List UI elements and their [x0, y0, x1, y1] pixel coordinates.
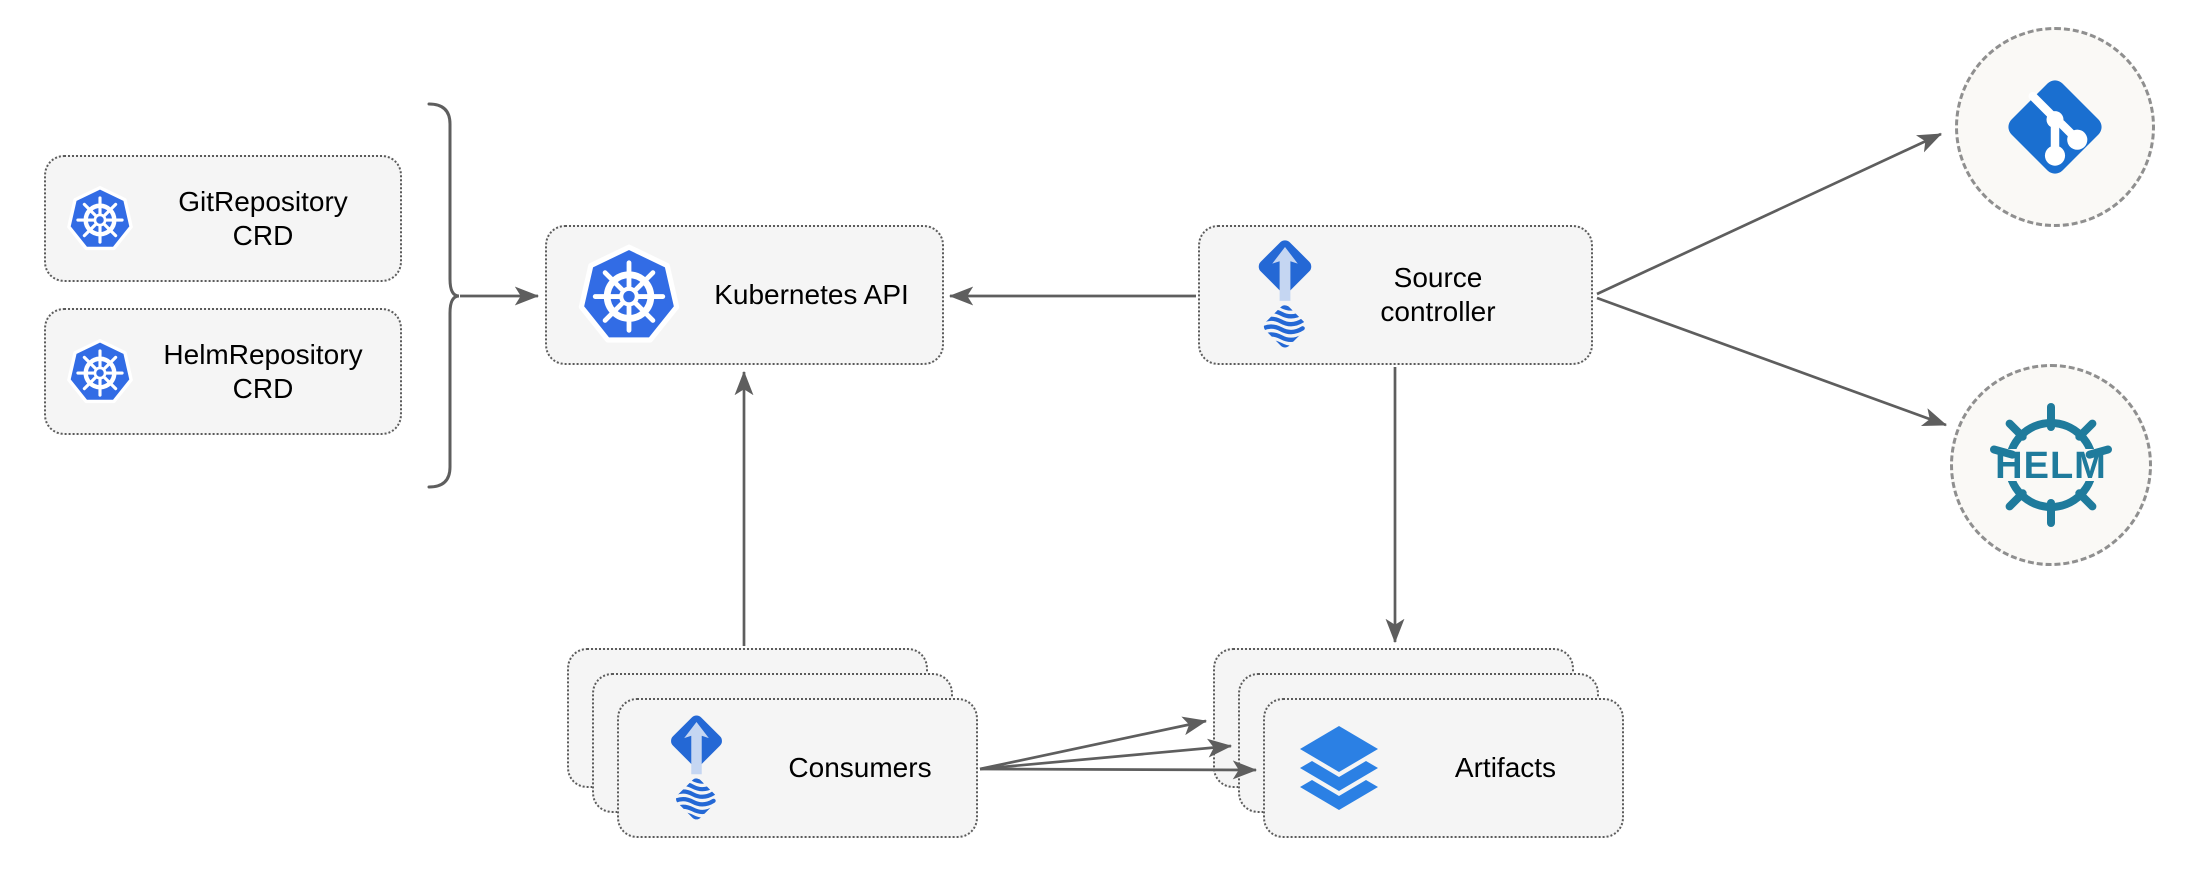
node-label: Source controller [1380, 262, 1496, 327]
circle-helm-endpoint: HELM [1950, 364, 2152, 566]
helm-wordmark: HELM [1995, 445, 2107, 487]
arrow-consumers-to-artifacts-1 [979, 716, 1208, 771]
kubernetes-icon [66, 185, 134, 253]
arrow-consumers-to-artifacts-2 [979, 738, 1233, 771]
node-source-controller: Source controller [1198, 225, 1593, 365]
circle-git-endpoint [1955, 27, 2155, 227]
node-label: HelmRepository CRD [163, 338, 363, 404]
flux-source-controller-icon [1236, 235, 1334, 355]
helm-icon: HELM [1976, 403, 2126, 527]
layers-icon [1289, 718, 1389, 818]
node-label: GitRepository CRD [178, 185, 348, 251]
kubernetes-icon [66, 338, 134, 406]
kubernetes-icon [577, 243, 681, 347]
arrow-sourcecontroller-to-helm [1596, 296, 1948, 427]
node-helmrepository-crd: HelmRepository CRD [44, 308, 402, 435]
node-label: Consumers [788, 752, 932, 783]
node-kubernetes-api: Kubernetes API [545, 225, 944, 365]
node-gitrepository-crd: GitRepository CRD [44, 155, 402, 282]
node-consumers: Consumers [617, 698, 978, 838]
node-label: Artifacts [1454, 752, 1557, 783]
node-artifacts: Artifacts [1263, 698, 1624, 838]
node-label: Kubernetes API [714, 279, 909, 310]
arrow-sourcecontroller-to-git [1596, 132, 1942, 296]
flux-source-controller-icon [649, 710, 744, 827]
crd-group-bracket [427, 102, 460, 489]
git-icon [2002, 74, 2108, 180]
